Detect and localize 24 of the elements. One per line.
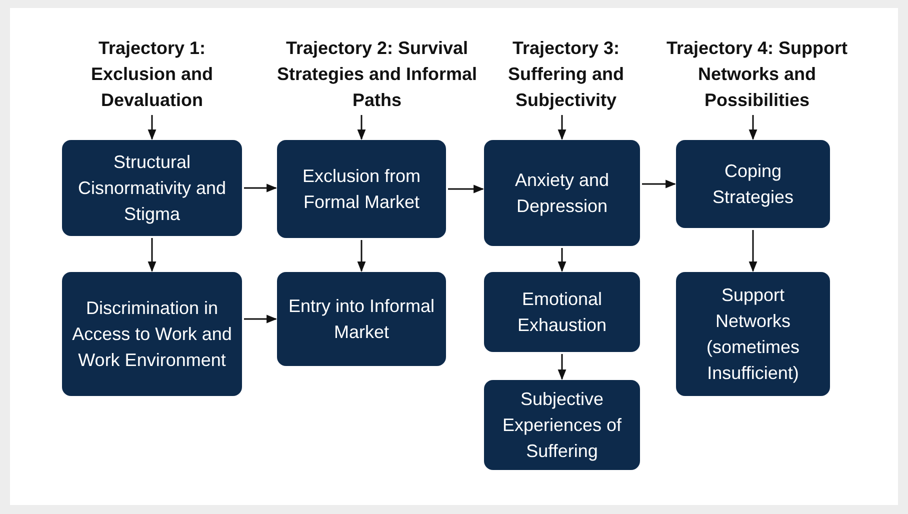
arrow	[748, 230, 758, 272]
arrow	[748, 115, 758, 140]
heading-text: Trajectory 1: Exclusion and Devaluation	[62, 35, 242, 113]
process-box: Discrimination in Access to Work and Work Environment	[62, 272, 242, 396]
process-box: Coping Strategies	[676, 140, 830, 228]
arrow	[558, 115, 566, 140]
arrow	[558, 248, 566, 272]
process-box: Subjective Experiences of Suffering	[484, 380, 640, 470]
process-box: Exclusion from Formal Market	[277, 140, 446, 238]
arrow	[357, 240, 366, 272]
process-box: Support Networks (sometimes Insufficient)	[676, 272, 830, 396]
arrow	[244, 184, 278, 192]
process-box: Structural Cisnormativity and Stigma	[62, 140, 242, 236]
heading-text: Trajectory 4: Support Networks and Possibilities	[666, 35, 848, 113]
arrow	[357, 115, 366, 140]
process-box: Entry into Informal Market	[277, 272, 446, 366]
arrow	[448, 184, 484, 194]
process-box: Anxiety and Depression	[484, 140, 640, 246]
arrow	[558, 354, 566, 380]
arrow	[642, 180, 676, 188]
arrow	[148, 115, 156, 140]
process-box: Emotional Exhaustion	[484, 272, 640, 352]
arrow	[148, 238, 156, 272]
arrow	[244, 314, 278, 324]
